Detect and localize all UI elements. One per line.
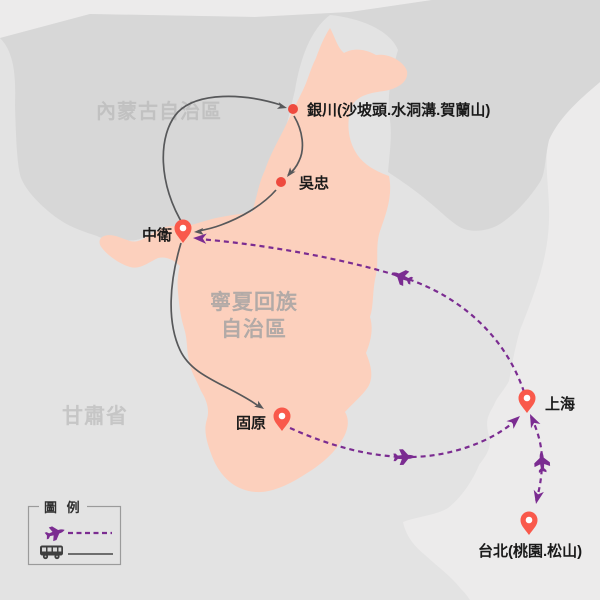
- city-label-shanghai: 上海: [545, 395, 575, 413]
- city-label-wuzhong: 吳忠: [299, 174, 329, 192]
- legend-title: 圖 例: [44, 500, 83, 515]
- city-label-guyuan: 固原: [236, 415, 266, 432]
- city-label-zhongwei: 中衛: [142, 226, 172, 244]
- city-dot-yinchuan: [288, 104, 298, 114]
- route-bus-zhongwei-yinchuan: [162, 95, 282, 227]
- legend-title-mask: [39, 498, 87, 514]
- city-label-yinchuan: 銀川(沙坡頭.水洞溝.賀蘭山): [307, 101, 490, 119]
- region-ningxia: [99, 28, 408, 493]
- city-markers: [174, 104, 538, 535]
- region-label-gansu: 甘肅省: [62, 405, 128, 428]
- city-dot-wuzhong: [276, 177, 286, 187]
- region-inner-mongolia: [0, 0, 600, 241]
- legend: 圖 例: [27, 498, 122, 566]
- region-label-inner-mongolia: 內蒙古自治區: [96, 99, 222, 123]
- route-bus-zhongwei-guyuan: [170, 242, 261, 408]
- region-label-ningxia-line2: 自治區: [221, 317, 287, 341]
- region-label-ningxia-line1: 寧夏回族: [210, 290, 298, 314]
- city-labels: 銀川(沙坡頭.水洞溝.賀蘭山) 吳忠 中衛 固原 上海 台北(桃園.松山): [142, 101, 582, 560]
- bus-icon: [40, 545, 63, 560]
- route-bus-wuzhong-zhongwei: [197, 189, 277, 232]
- city-label-taipei: 台北(桃園.松山): [478, 542, 582, 560]
